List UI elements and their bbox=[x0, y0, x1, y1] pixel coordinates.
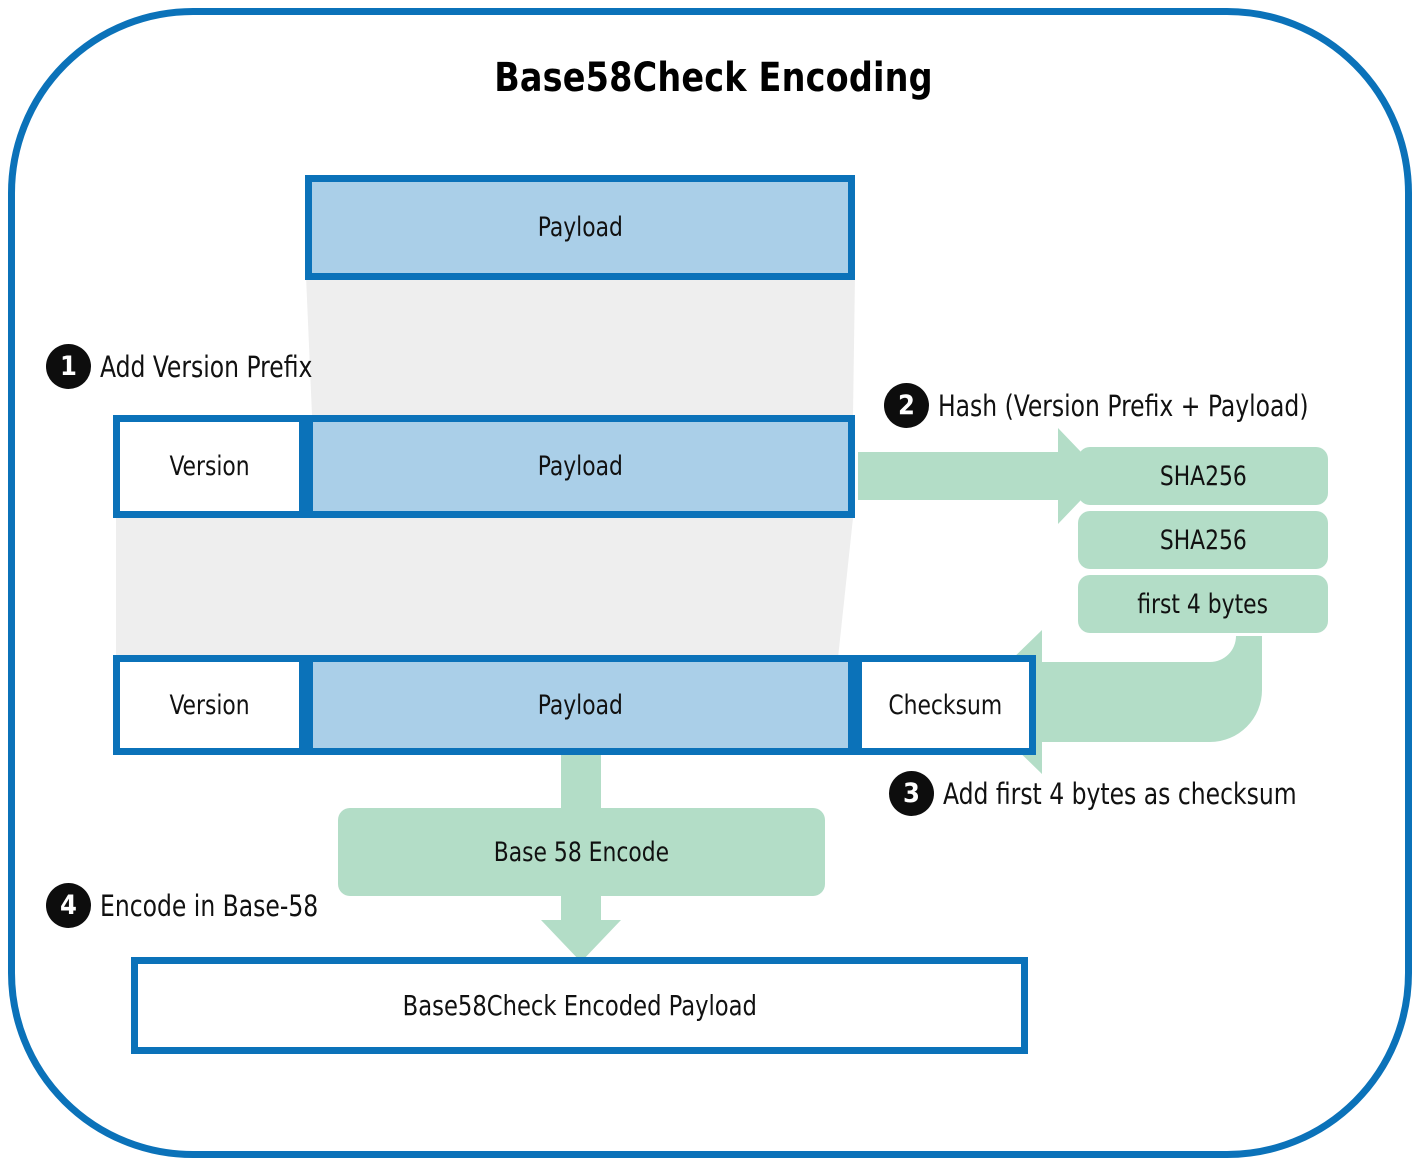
cell-label: Version bbox=[169, 451, 250, 482]
step-2: 2 Hash (Version Prefix + Payload) bbox=[884, 383, 1350, 428]
step-3-label: Add first 4 bytes as checksum bbox=[943, 776, 1297, 811]
cell-payload-3[interactable]: Payload bbox=[306, 655, 855, 755]
base58-encode-label: Base 58 Encode bbox=[493, 836, 670, 868]
hash-box-first-4-bytes[interactable]: first 4 bytes bbox=[1078, 575, 1328, 633]
step-4-label: Encode in Base-58 bbox=[100, 888, 319, 923]
cell-version-2[interactable]: Version bbox=[113, 415, 306, 518]
row-version-payload: Version Payload bbox=[113, 415, 855, 518]
hash-box-sha256-1[interactable]: SHA256 bbox=[1078, 447, 1328, 505]
output-box[interactable]: Base58Check Encoded Payload bbox=[131, 957, 1028, 1054]
row-version-payload-checksum: Version Payload Checksum bbox=[113, 655, 1036, 755]
step-3-badge: 3 bbox=[889, 771, 934, 816]
funnel-shape-top bbox=[306, 276, 855, 415]
cell-checksum-3[interactable]: Checksum bbox=[855, 655, 1036, 755]
cell-label: Checksum bbox=[888, 689, 1003, 721]
output-box-label: Base58Check Encoded Payload bbox=[402, 989, 757, 1022]
row-payload: Payload bbox=[305, 175, 855, 280]
step-1-badge: 1 bbox=[46, 344, 91, 389]
cell-label: Version bbox=[169, 689, 250, 721]
outer-frame bbox=[8, 8, 1412, 1158]
step-4: 4 Encode in Base-58 bbox=[46, 883, 342, 928]
base58-encode-box[interactable]: Base 58 Encode bbox=[338, 808, 825, 896]
step-1-label: Add Version Prefix bbox=[100, 349, 313, 384]
cell-payload-1[interactable]: Payload bbox=[305, 175, 855, 280]
cell-label: Payload bbox=[537, 451, 624, 482]
cell-label: Payload bbox=[537, 689, 624, 721]
hash-box-label: SHA256 bbox=[1159, 460, 1247, 492]
cell-version-3[interactable]: Version bbox=[113, 655, 306, 755]
hash-arrow bbox=[858, 428, 1104, 524]
hash-box-label: first 4 bytes bbox=[1137, 588, 1269, 620]
step-4-badge: 4 bbox=[46, 883, 91, 928]
step-1: 1 Add Version Prefix bbox=[46, 344, 336, 389]
checksum-arrow bbox=[968, 630, 1262, 774]
cell-payload-2[interactable]: Payload bbox=[306, 415, 855, 518]
funnel-shape-bottom bbox=[116, 518, 853, 658]
diagram-title: Base58Check Encoding bbox=[494, 55, 933, 101]
step-2-badge: 2 bbox=[884, 383, 929, 428]
step-2-label: Hash (Version Prefix + Payload) bbox=[938, 388, 1309, 423]
cell-label: Payload bbox=[537, 212, 623, 243]
hash-box-label: SHA256 bbox=[1159, 524, 1247, 556]
hash-box-sha256-2[interactable]: SHA256 bbox=[1078, 511, 1328, 569]
step-3: 3 Add first 4 bytes as checksum bbox=[889, 771, 1336, 816]
